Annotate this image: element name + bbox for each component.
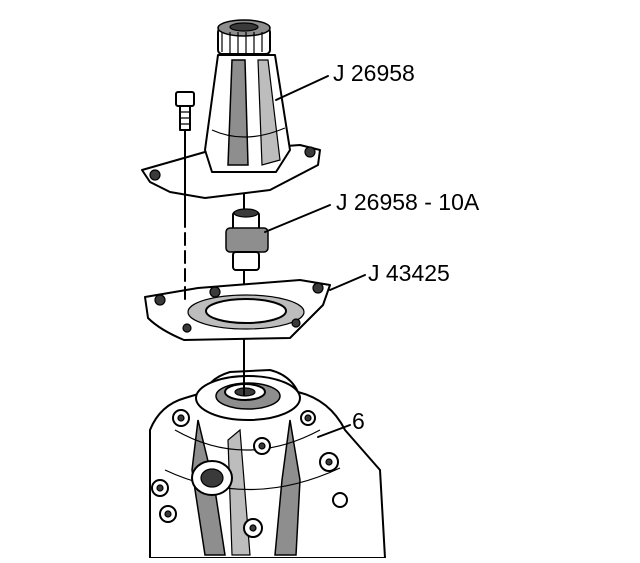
leader-line-adapter	[264, 204, 331, 233]
plate-part	[144, 279, 331, 341]
housing-assembly	[149, 369, 386, 559]
callout-installer: J 26958	[333, 60, 415, 86]
callout-plate: J 43425	[368, 260, 450, 286]
leader-line-plate	[329, 274, 366, 291]
adapter-part	[225, 208, 269, 271]
bolt-part	[175, 91, 195, 131]
leader-line-installer	[275, 75, 329, 101]
callout-adapter: J 26958 - 10A	[336, 189, 480, 215]
installer-part	[141, 19, 321, 199]
leader-line-housing	[317, 424, 351, 438]
callout-housing-number: 6	[352, 408, 365, 434]
